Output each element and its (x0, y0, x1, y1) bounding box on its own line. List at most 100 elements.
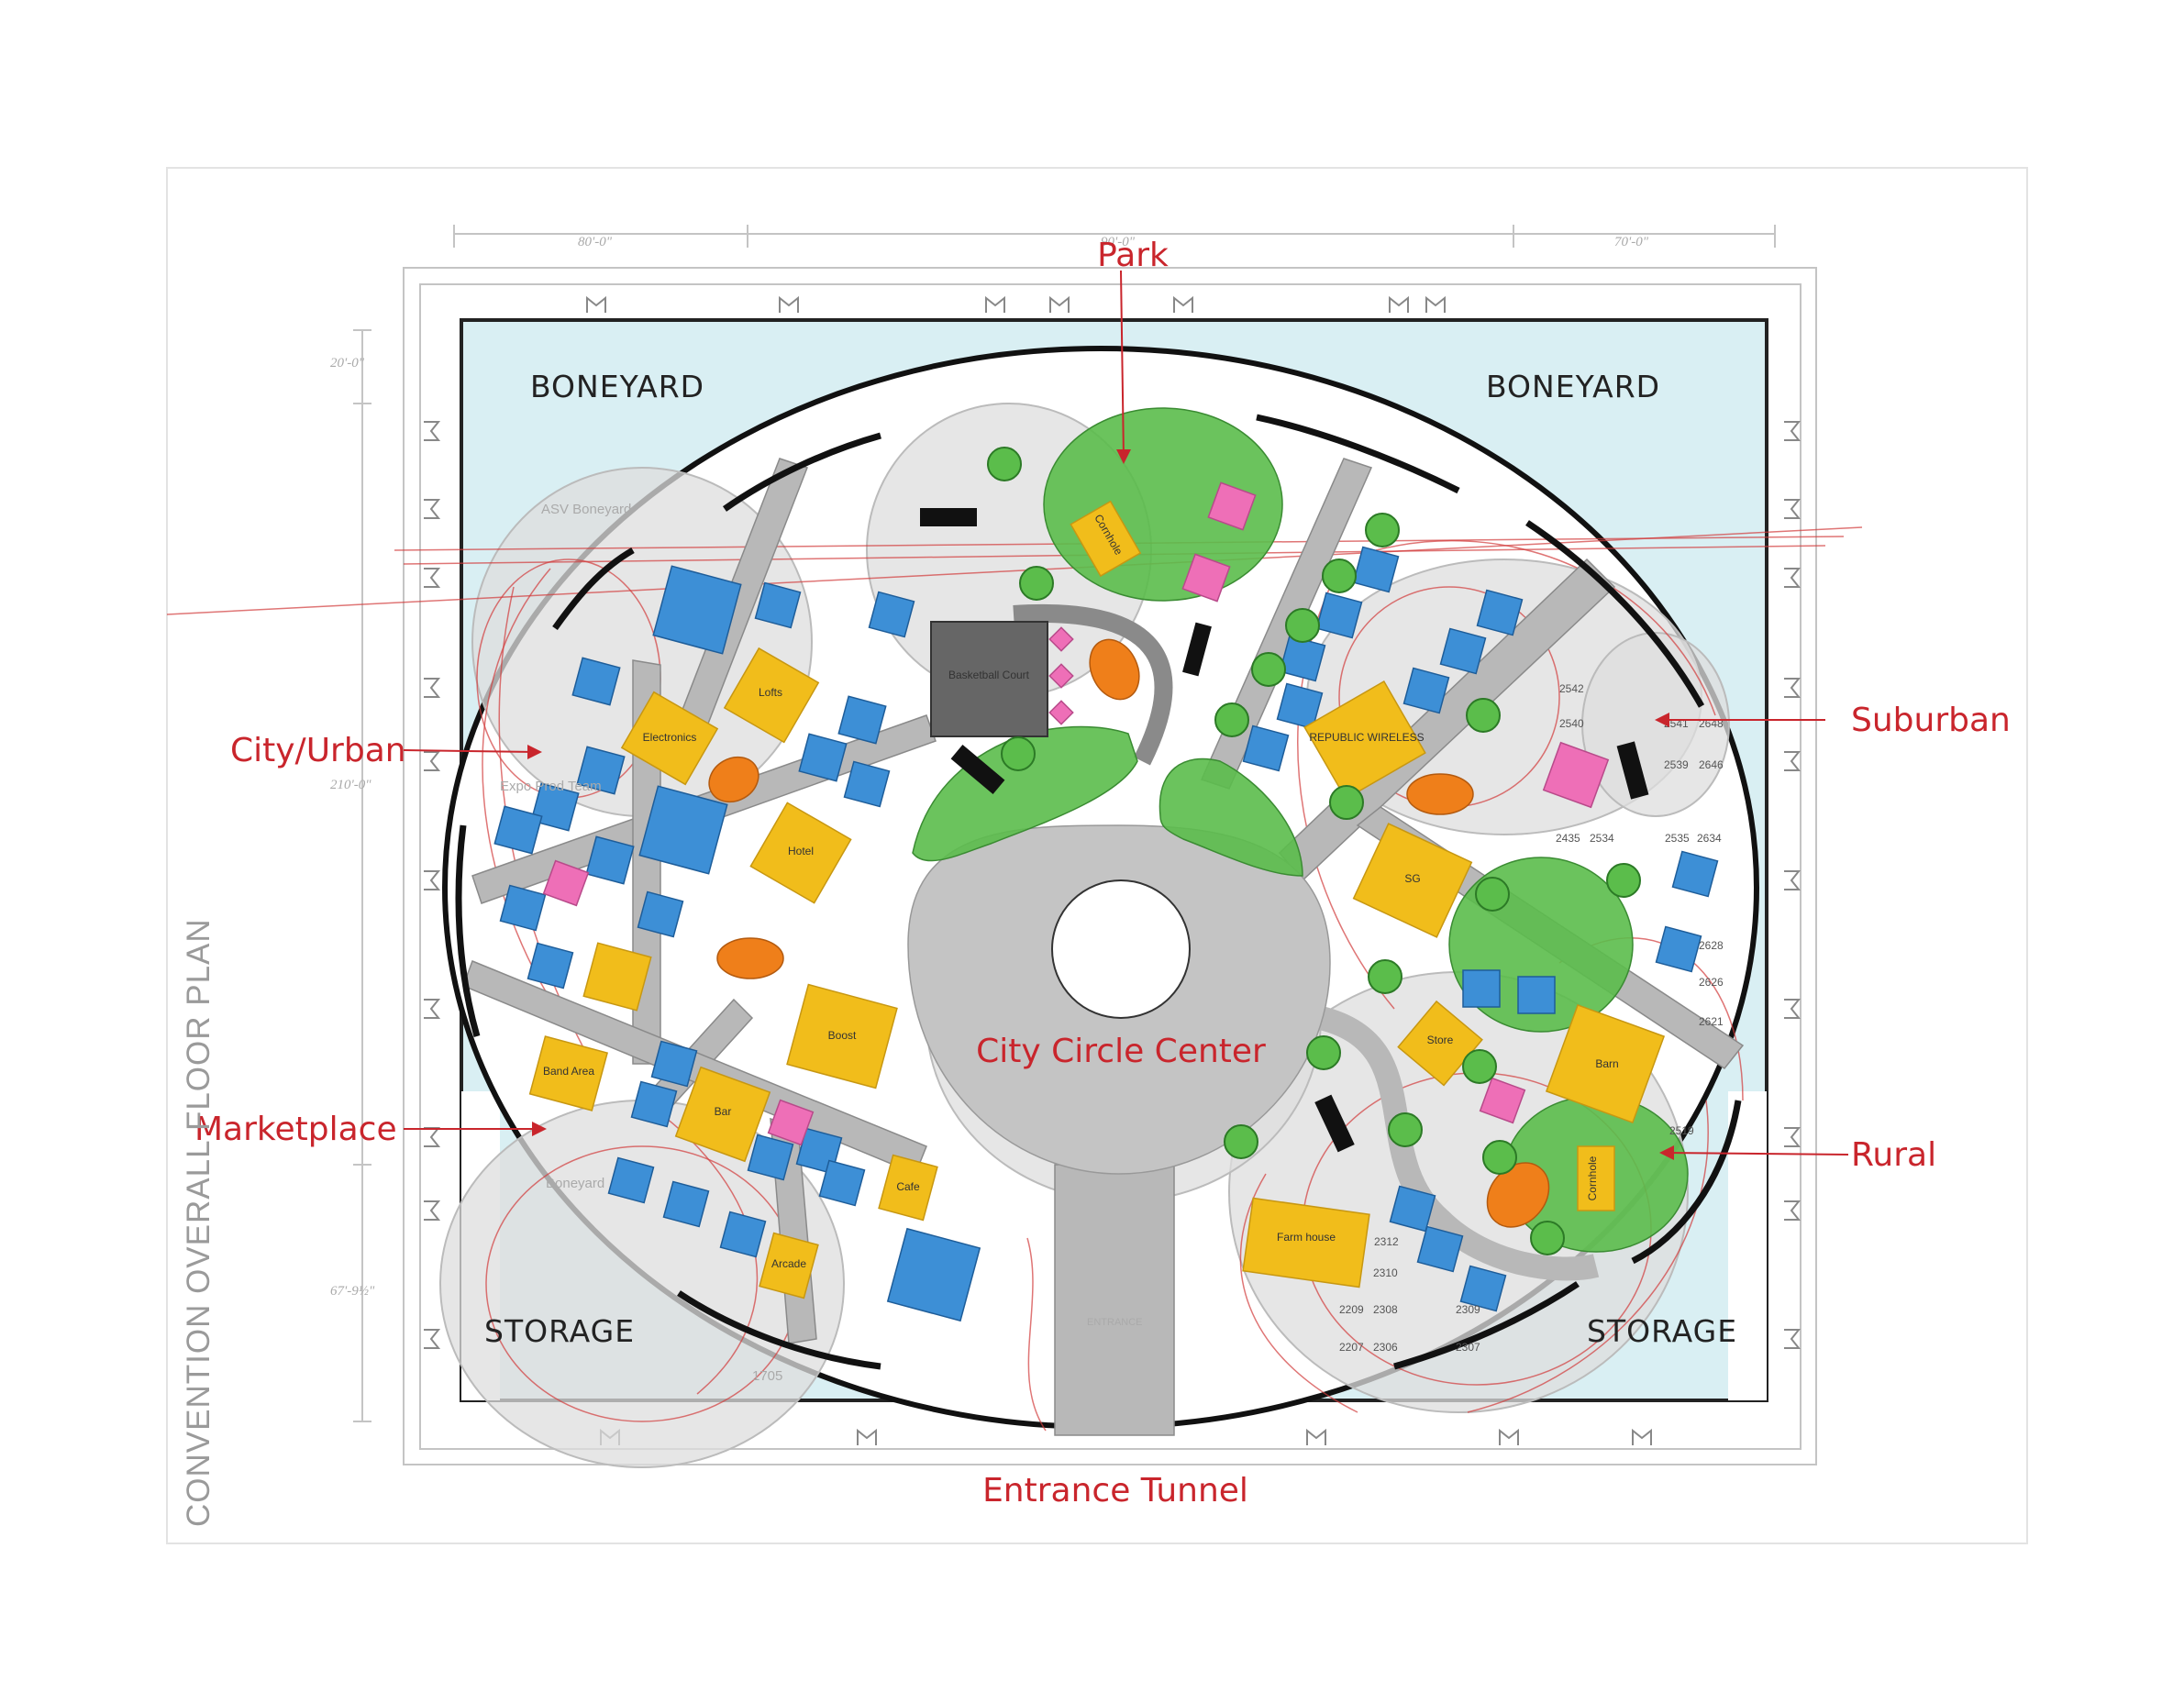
blue-booth (650, 1040, 698, 1088)
booth-bar (674, 1066, 771, 1163)
booth-label-barn: Barn (1595, 1057, 1618, 1070)
callout-park: Park (1097, 237, 1169, 274)
blue-booth (754, 581, 802, 629)
dim-left-bottom: 67'-9½" (330, 1284, 375, 1299)
blue-booth (637, 890, 684, 938)
blue-booth (1671, 850, 1719, 898)
blue-booth (1439, 627, 1487, 675)
booth-label-republic: REPUBLIC WIRELESS (1309, 731, 1424, 744)
booth-hotel (749, 802, 852, 904)
blue-booth (1242, 724, 1290, 772)
tree (1530, 1221, 1565, 1255)
blue-booth (747, 1133, 794, 1181)
column-mark (985, 295, 1005, 313)
booth-number: 2646 (1699, 758, 1724, 771)
booth-cafe (878, 1154, 938, 1222)
basketball-court-label: Basketball Court (948, 669, 1030, 681)
booth-number: 2435 (1556, 832, 1580, 845)
tree (1482, 1140, 1517, 1175)
fence-arcs (455, 414, 1742, 1370)
orange-pods (708, 638, 1550, 1228)
column-mark (424, 678, 441, 698)
faint-entrance: ENTRANCE (1087, 1317, 1143, 1328)
column-mark (1784, 421, 1802, 441)
booth-label-store: Store (1427, 1034, 1454, 1046)
booth-number: 2309 (1456, 1303, 1480, 1316)
callout-arrowheads (527, 449, 1674, 1160)
city-circle-core (1051, 879, 1191, 1019)
column-mark (424, 870, 441, 890)
dim-top-mid: 90'-0" (1101, 235, 1136, 249)
booth-electronics (620, 691, 719, 786)
booth-unlabeled-marketplace (582, 942, 652, 1012)
blue-booth (652, 565, 742, 655)
column-mark (1632, 1428, 1652, 1445)
blue-booth (1655, 925, 1702, 973)
pink-booth (1479, 1077, 1526, 1124)
booth-number: 2542 (1559, 682, 1584, 695)
blue-booth (638, 785, 728, 875)
pink-booth (542, 859, 590, 907)
blue-booth (630, 1080, 678, 1128)
tree (1606, 863, 1641, 898)
blue-booth (662, 1180, 710, 1228)
tree (1322, 558, 1357, 593)
dim-top-right: 70'-0" (1614, 235, 1649, 249)
park-curved-path (1013, 604, 1173, 766)
faint-plan-labels: ASV Boneyard Expo Prod Team Boneyard ENT… (500, 502, 1143, 1384)
callout-rural: Rural (1851, 1136, 1936, 1174)
booth-label-bar: Bar (715, 1105, 732, 1118)
booth-label-arcade: Arcade (771, 1257, 806, 1270)
blue-booth (1402, 667, 1450, 714)
tree (1251, 652, 1286, 687)
tree (1466, 698, 1501, 733)
column-mark (424, 568, 441, 588)
booth-label-electronics: Electronics (643, 731, 697, 744)
tree (1368, 959, 1402, 994)
pink-diamond (1048, 700, 1074, 725)
tree (1329, 785, 1364, 820)
pink-diamond (1048, 626, 1074, 652)
yellow-booths (528, 500, 1666, 1299)
blue-booth (1416, 1225, 1464, 1273)
pink-booth (767, 1099, 815, 1146)
booth-label-sg: SG (1404, 872, 1420, 885)
blue-booth (1476, 589, 1524, 636)
booth-farm-house (1242, 1197, 1370, 1288)
pink-booth (1207, 481, 1257, 531)
boneyard-left-label: BONEYARD (530, 369, 704, 404)
storage-right-label: STORAGE (1587, 1313, 1737, 1349)
column-mark (857, 1428, 877, 1445)
booth-boost (786, 983, 898, 1089)
blue-booth (1352, 546, 1400, 593)
tree (1475, 877, 1510, 912)
callout-leaders (403, 270, 1849, 1156)
booth-republic (1303, 680, 1426, 800)
faint-boneyard: Boneyard (546, 1176, 604, 1191)
booth-number: 2634 (1697, 832, 1722, 845)
faint-asv-boneyard: ASV Boneyard (541, 502, 631, 517)
booth-number: 2534 (1590, 832, 1614, 845)
tree (1365, 513, 1400, 547)
column-mark (424, 499, 441, 519)
column-mark (1784, 1329, 1802, 1349)
booth-label-farm-house: Farm house (1277, 1231, 1336, 1244)
tree (1462, 1049, 1497, 1084)
blue-booth (837, 695, 887, 745)
column-mark (1784, 1200, 1802, 1221)
booth-number: 2626 (1699, 976, 1724, 989)
pink-diamond (1048, 663, 1074, 689)
building-outline (353, 225, 1817, 1465)
booth-number: 2535 (1665, 832, 1690, 845)
booth-number: 2539 (1664, 758, 1689, 771)
booth-label-hotel: Hotel (788, 845, 814, 857)
column-mark (424, 999, 441, 1019)
blue-booth (576, 746, 626, 795)
column-mark (424, 1200, 441, 1221)
pink-booth (1542, 741, 1610, 809)
booth-number: 2306 (1373, 1341, 1398, 1354)
column-mark (1049, 295, 1070, 313)
pink-booth (1181, 553, 1231, 603)
boneyard-right-label: BONEYARD (1486, 369, 1660, 404)
booth-label-cafe: Cafe (896, 1180, 920, 1193)
